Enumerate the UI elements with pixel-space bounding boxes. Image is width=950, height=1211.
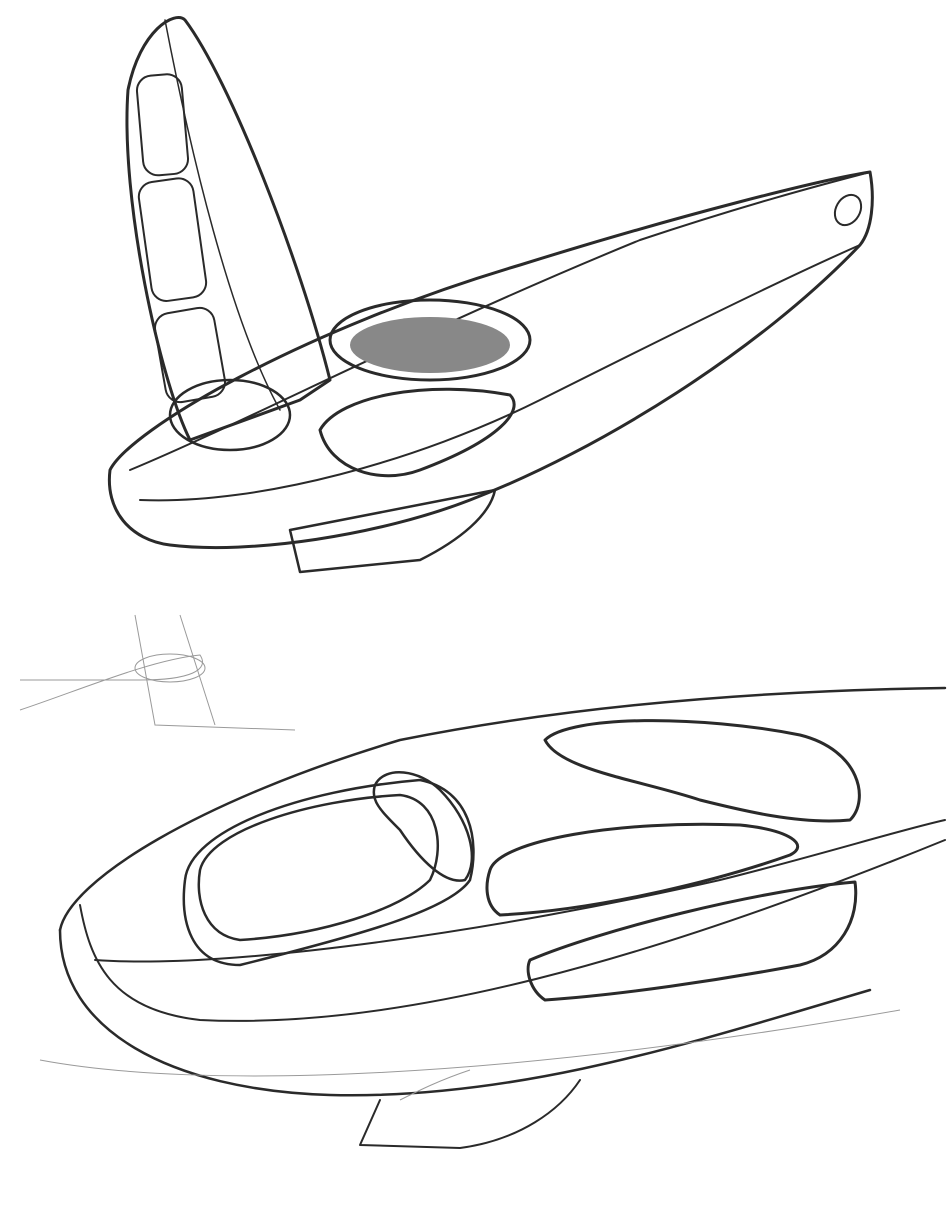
- fin-window: [137, 177, 208, 302]
- rear-hatch: [543, 719, 861, 823]
- bow-port: [833, 193, 863, 227]
- line-boat-sketch: [39, 686, 947, 1149]
- green-boat-sketch: [107, 16, 874, 574]
- side-window: [485, 822, 799, 917]
- cockpit-rim: [182, 778, 475, 967]
- fin-window: [154, 306, 226, 404]
- fin-window: [135, 73, 190, 177]
- windscreen: [372, 771, 474, 882]
- seat: [168, 378, 292, 452]
- cockpit-front: [318, 387, 516, 478]
- keel: [288, 488, 497, 574]
- deck-edge: [139, 244, 861, 502]
- fin: [125, 16, 332, 442]
- thumbnail-sketch: [19, 614, 296, 731]
- keel-sketch: [359, 1079, 581, 1149]
- hull-outline: [58, 686, 947, 932]
- cockpit-rear: [328, 298, 532, 382]
- side-vent: [526, 880, 858, 1002]
